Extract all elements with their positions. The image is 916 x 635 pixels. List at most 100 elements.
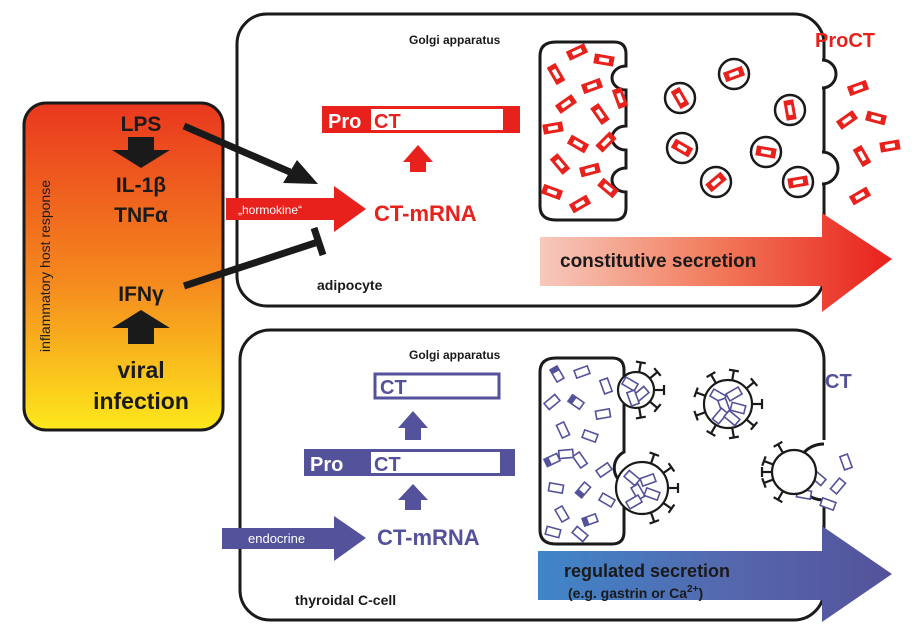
ct-granule bbox=[553, 504, 571, 524]
ct-secreted-label: CT bbox=[825, 371, 852, 393]
dense-core-vesicle bbox=[693, 368, 764, 440]
exocytosis-pore bbox=[821, 58, 838, 90]
procT-granule bbox=[848, 186, 872, 206]
ccell: regulated secretion (e.g. gastrin or Ca2… bbox=[222, 328, 892, 622]
ct-granule bbox=[581, 428, 599, 444]
procT-granule bbox=[590, 102, 610, 126]
procT-granule bbox=[670, 86, 690, 110]
ct-granule bbox=[555, 420, 571, 440]
secretory-vesicle bbox=[781, 165, 815, 199]
dense-core-vesicle bbox=[760, 440, 818, 504]
tnfa-label: TNFα bbox=[114, 204, 168, 227]
ct-granule bbox=[625, 389, 641, 407]
ct-granule bbox=[571, 450, 589, 470]
procT-granule bbox=[546, 62, 566, 86]
endocrine-arrow bbox=[222, 516, 366, 561]
ct-mrna-label: CT-mRNA bbox=[374, 201, 477, 226]
procT-granule bbox=[554, 94, 578, 114]
ct-granule bbox=[566, 393, 586, 411]
ct-granule bbox=[622, 469, 642, 487]
ct-granule bbox=[643, 486, 661, 502]
procT-granule bbox=[580, 77, 604, 95]
ct-box bbox=[373, 372, 501, 400]
procT-secreted-label: ProCT bbox=[815, 30, 875, 52]
secretory-vesicle bbox=[717, 57, 751, 91]
adipocyte-cell: constitutive secretion Golgi apparatus P… bbox=[226, 12, 892, 312]
endocrine-label: endocrine bbox=[248, 531, 305, 546]
ct-granule bbox=[547, 481, 565, 495]
ccell-label: thyroidal C-cell bbox=[295, 592, 396, 608]
ct-granule bbox=[574, 480, 592, 500]
host-response-side-label: inflammatory host response bbox=[37, 180, 53, 352]
secretory-vesicles bbox=[663, 57, 815, 199]
secreted-procT bbox=[835, 79, 901, 206]
adipocyte-label: adipocyte bbox=[317, 277, 383, 293]
procT-granule bbox=[846, 79, 870, 97]
ct-granule bbox=[724, 385, 744, 403]
golgi-label: Golgi apparatus bbox=[409, 33, 501, 47]
ct-granule bbox=[597, 491, 617, 509]
ct-mrna-label: CT-mRNA bbox=[377, 525, 480, 550]
ct-granule bbox=[570, 525, 590, 543]
procT-pro-label: Pro bbox=[328, 111, 361, 133]
secretory-vesicle bbox=[749, 135, 783, 169]
secretory-vesicle bbox=[663, 81, 697, 115]
lps-stimulation-arrow bbox=[182, 122, 318, 184]
ct-granule bbox=[620, 375, 640, 393]
procT-granule bbox=[722, 65, 746, 83]
procT-granule bbox=[565, 43, 589, 61]
procT-granule bbox=[783, 99, 797, 121]
il1b-label: IL-1β bbox=[116, 174, 166, 197]
secretory-vesicle bbox=[699, 165, 733, 199]
host-response-panel bbox=[22, 101, 225, 432]
procT-pro-label: Pro bbox=[310, 454, 343, 476]
procT-granule bbox=[568, 194, 592, 214]
lps-label: LPS bbox=[121, 113, 162, 136]
translation-arrow bbox=[398, 484, 428, 510]
ct-granule bbox=[548, 364, 566, 384]
secretory-vesicle bbox=[773, 93, 807, 127]
procT-granule bbox=[566, 134, 590, 154]
ct-granule bbox=[542, 393, 562, 411]
ct-granule bbox=[542, 452, 562, 468]
procT-ct-label: CT bbox=[374, 111, 401, 133]
procT-ct-label: CT bbox=[374, 454, 401, 476]
dense-core-vesicle bbox=[616, 360, 666, 420]
procT-granule bbox=[755, 145, 777, 159]
procT-granules bbox=[540, 43, 629, 214]
ct-granule bbox=[838, 453, 854, 471]
golgi-apparatus bbox=[538, 40, 628, 222]
hormokine-arrow bbox=[226, 186, 366, 232]
cleavage-arrow bbox=[398, 411, 428, 440]
dense-core-vesicle bbox=[614, 451, 680, 525]
ct-granule bbox=[819, 496, 837, 512]
exocytosis-pore bbox=[821, 150, 840, 186]
procT-granule bbox=[540, 183, 564, 201]
inflammatory-host-response-box: inflammatory host response LPS IL-1β TNF… bbox=[22, 101, 225, 432]
regulated-secretion-label: regulated secretion bbox=[564, 561, 730, 581]
down-arrow bbox=[112, 137, 170, 168]
procT-granule bbox=[865, 110, 887, 126]
ct-box-label: CT bbox=[380, 377, 407, 399]
ct-granule bbox=[598, 377, 614, 395]
procT-granule bbox=[549, 153, 571, 175]
ifng-label: IFNγ bbox=[118, 283, 164, 306]
hormokine-label: „hormokine“ bbox=[238, 203, 302, 217]
procT-granule bbox=[852, 144, 872, 168]
secretory-vesicle bbox=[665, 131, 699, 165]
procT-granule bbox=[542, 121, 564, 135]
regulated-secretion-arrow bbox=[538, 526, 892, 622]
golgi-apparatus bbox=[538, 356, 626, 546]
up-arrow bbox=[112, 310, 170, 344]
ct-granules bbox=[542, 364, 854, 543]
ct-granule bbox=[594, 407, 612, 421]
infection-label: infection bbox=[93, 388, 189, 414]
constitutive-secretion-label: constitutive secretion bbox=[560, 251, 756, 272]
ct-granule bbox=[594, 461, 614, 479]
ct-granule bbox=[581, 512, 599, 528]
regulated-secretion-examples: (e.g. gastrin or Ca2+) bbox=[568, 584, 703, 601]
ct-granule bbox=[624, 493, 644, 511]
procT-granule bbox=[705, 171, 727, 193]
procT-granule bbox=[611, 86, 629, 110]
